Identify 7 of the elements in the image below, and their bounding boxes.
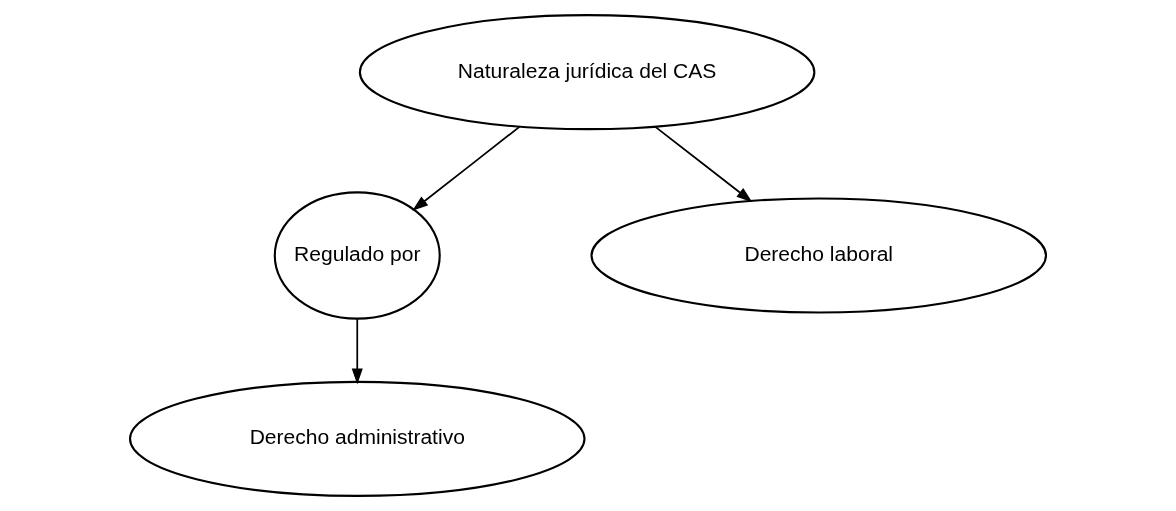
arrow [412,126,521,211]
node-ellipse: Derecho administrativo [128,380,586,497]
node-ellipse: Derecho laboral [590,197,1048,314]
arrow [351,318,363,385]
node-ellipse: Naturaleza jurídica del CAS [358,14,816,131]
node-ellipse: Regulado por [273,191,441,320]
arrow [654,126,753,203]
